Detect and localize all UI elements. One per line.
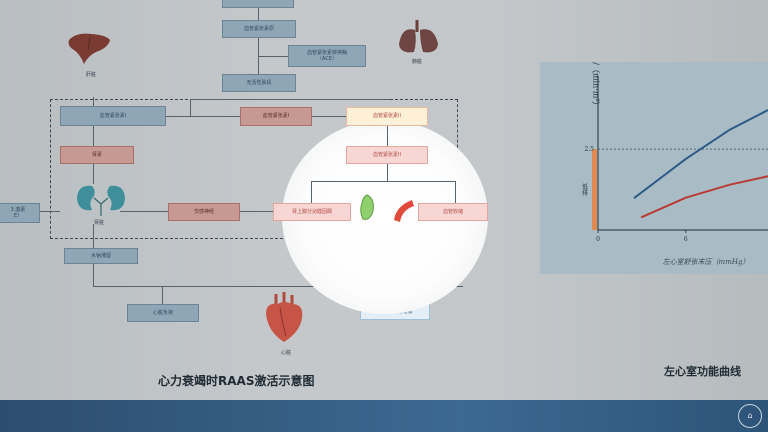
connector (93, 264, 94, 286)
chart-title: 左心室功能曲线 (664, 365, 741, 378)
connector (93, 126, 94, 146)
angiotensin-ii-a-label: 血管紧张素II (373, 113, 401, 120)
connector (240, 211, 273, 212)
liver-icon (68, 33, 110, 64)
blood-vessel-icon (394, 200, 414, 222)
connector (93, 286, 463, 287)
connector (455, 181, 456, 203)
bottom-bar (0, 400, 768, 432)
sympathetic-box: 交感神经 (168, 203, 240, 221)
inactive-peptide-box: 无活性肽段 (222, 74, 296, 92)
chart-panel (540, 62, 768, 274)
connector (258, 8, 259, 20)
kidney-label: 肾脏 (94, 220, 105, 226)
logo-icon: ⌂ (738, 404, 762, 428)
vasoconstriction-box-glare: 血管收缩 (418, 203, 488, 221)
angiotensin-ii-a-box-glare: 血管紧张素II (346, 107, 428, 126)
angiotensinogen-box: 血管紧张素原 (222, 20, 296, 38)
angiotensin-i-left-box: 血管紧张素I (60, 106, 166, 126)
connector (93, 224, 94, 248)
x-axis-label: 左心室舒张末压（mmHg） (663, 258, 750, 266)
heart-label: 心脏 (281, 350, 292, 356)
x-tick-label: 6 (684, 236, 688, 243)
slide: 血管紧张素原 血管紧张素转换酶 （ACE） 无活性肽段 血管紧张素I 血管紧张素… (0, 0, 768, 400)
x-tick-label: 0 (596, 236, 600, 243)
y-tick-label: 2.5 (584, 146, 594, 153)
connector (120, 211, 168, 212)
angiotensin-ii-b-label: 血管紧张素II (373, 151, 401, 158)
cardiac-load-box: 心脏负荷 (127, 304, 199, 322)
kidney-icon (77, 185, 125, 216)
angiotensin-i-mid-box: 血管紧张素I (240, 107, 312, 126)
top-box (222, 0, 294, 8)
connector (190, 99, 191, 116)
connector (387, 126, 388, 146)
connector (40, 211, 60, 212)
series-line-2 (640, 175, 768, 219)
lung-icon (399, 20, 438, 53)
connector (162, 286, 163, 304)
connector (165, 116, 240, 117)
heart-icon (266, 292, 303, 342)
aldosterone-release-box-glare: 肾上腺分泌醛固酮 (273, 203, 351, 221)
lung-label: 肺脏 (412, 59, 423, 65)
water-sodium-box: 水钠潴留 (64, 248, 138, 264)
connector (258, 56, 288, 57)
y-axis-label: 心脏指数 L/（min·m²） (592, 62, 601, 110)
connector (93, 164, 94, 184)
bar-label: 低排 (581, 183, 588, 197)
low-output-bar (592, 149, 597, 230)
aldosterone-release-label: 肾上腺分泌醛固酮 (291, 208, 332, 215)
connector (190, 99, 390, 100)
connector (311, 181, 456, 182)
angiotensin-ii-b-box-glare: 血管紧张素II (346, 146, 428, 164)
series-line-1 (633, 108, 768, 199)
connector (93, 97, 94, 106)
ace-box: 血管紧张素转换酶 （ACE） (288, 45, 366, 67)
connector (387, 164, 388, 181)
diagram-title: 心力衰竭时RAAS激活示意图 (158, 374, 315, 388)
connector (312, 116, 348, 117)
connector (311, 181, 312, 203)
adrenal-gland-icon (360, 194, 374, 220)
liver-label: 肝脏 (86, 72, 97, 78)
renin-box: 肾素 (60, 146, 134, 164)
vasoconstriction-label: 血管收缩 (442, 208, 463, 215)
